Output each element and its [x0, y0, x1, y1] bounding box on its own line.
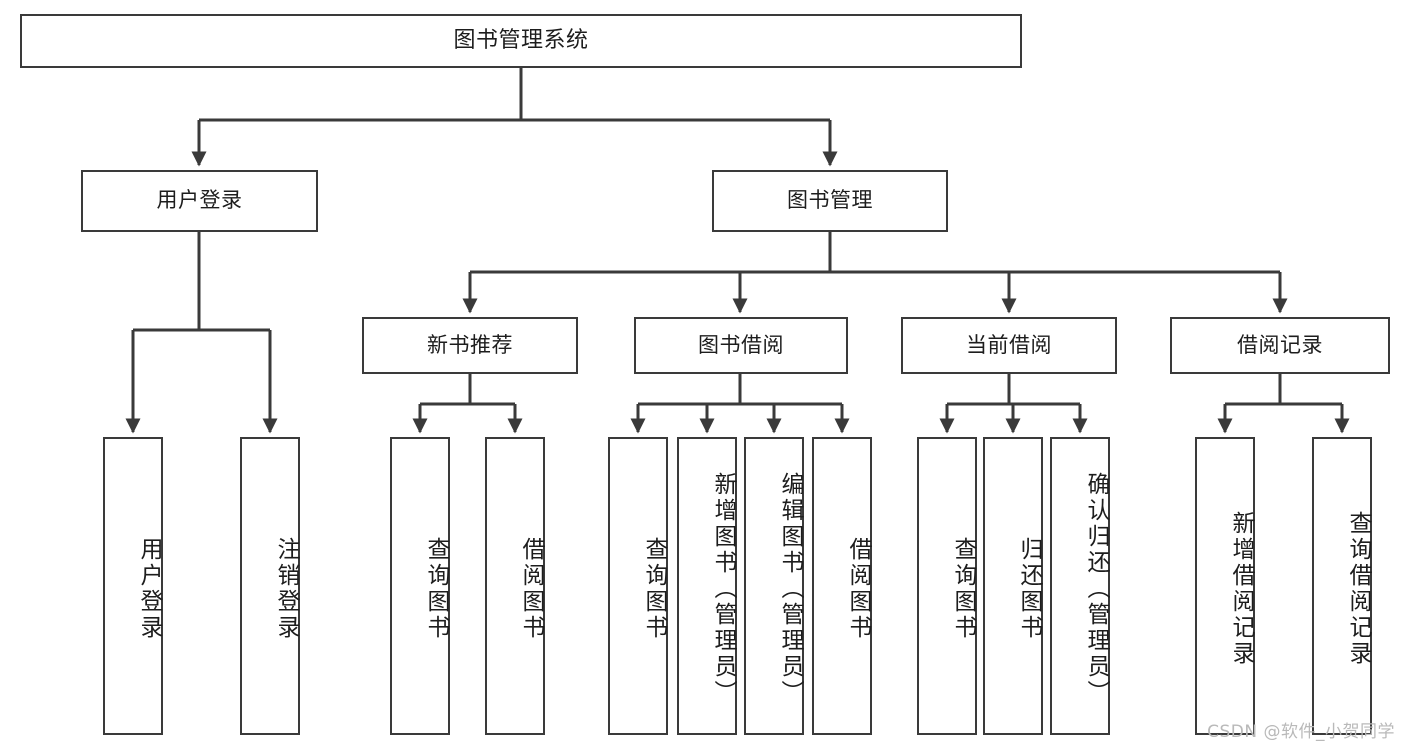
node-label: 新增借阅记录	[1228, 511, 1254, 667]
node-label: 新增图书（管理员）	[710, 472, 736, 706]
node-label: 归还图书	[1016, 537, 1042, 641]
node-current-borrow[interactable]: 当前借阅	[901, 317, 1117, 374]
leaf-current-return-book[interactable]: 归还图书	[983, 437, 1043, 735]
node-label: 确认归还（管理员）	[1083, 472, 1109, 706]
leaf-recommend-borrow-book[interactable]: 借阅图书	[485, 437, 545, 735]
leaf-borrow-add-book-admin[interactable]: 新增图书（管理员）	[677, 437, 737, 735]
leaf-records-add-record[interactable]: 新增借阅记录	[1195, 437, 1255, 735]
node-label: 新书推荐	[427, 332, 513, 357]
node-root-system[interactable]: 图书管理系统	[20, 14, 1022, 68]
node-user-login[interactable]: 用户登录	[81, 170, 318, 232]
node-borrow-records[interactable]: 借阅记录	[1170, 317, 1390, 374]
node-book-management[interactable]: 图书管理	[712, 170, 948, 232]
node-label: 用户登录	[136, 537, 162, 641]
node-label: 图书管理系统	[453, 27, 589, 53]
node-label: 借阅记录	[1237, 332, 1323, 357]
node-label: 借阅图书	[518, 537, 544, 641]
leaf-user-login-signout[interactable]: 注销登录	[240, 437, 300, 735]
node-new-book-recommend[interactable]: 新书推荐	[362, 317, 578, 374]
leaf-borrow-borrow-book[interactable]: 借阅图书	[812, 437, 872, 735]
node-label: 注销登录	[273, 537, 299, 641]
leaf-user-login-signin[interactable]: 用户登录	[103, 437, 163, 735]
node-label: 查询图书	[423, 537, 449, 641]
node-label: 查询图书	[641, 537, 667, 641]
leaf-records-query-record[interactable]: 查询借阅记录	[1312, 437, 1372, 735]
node-label: 查询借阅记录	[1345, 511, 1371, 667]
node-label: 用户登录	[156, 188, 243, 213]
node-label: 图书借阅	[698, 332, 784, 357]
leaf-borrow-edit-book-admin[interactable]: 编辑图书（管理员）	[744, 437, 804, 735]
watermark: CSDN @软件_小贺同学	[1207, 722, 1395, 742]
leaf-current-confirm-return-admin[interactable]: 确认归还（管理员）	[1050, 437, 1110, 735]
node-label: 图书管理	[787, 188, 873, 213]
leaf-current-query-book[interactable]: 查询图书	[917, 437, 977, 735]
leaf-borrow-query-book[interactable]: 查询图书	[608, 437, 668, 735]
node-label: 查询图书	[950, 537, 976, 641]
node-label: 当前借阅	[966, 332, 1052, 357]
leaf-recommend-query-book[interactable]: 查询图书	[390, 437, 450, 735]
node-book-borrow[interactable]: 图书借阅	[634, 317, 848, 374]
node-label: 借阅图书	[845, 537, 871, 641]
node-label: 编辑图书（管理员）	[777, 472, 803, 706]
